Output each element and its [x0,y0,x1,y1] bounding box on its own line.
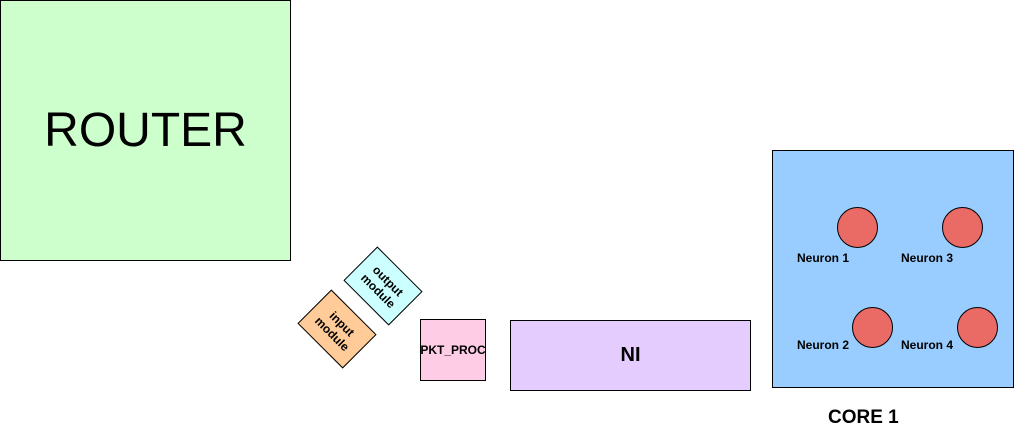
neuron-1-label: Neuron 1 [797,251,850,265]
ni-block: NI [510,320,751,391]
core-label: CORE 1 [828,407,899,428]
pkt-proc-block: PKT_PROC [420,319,486,381]
ni-label: NI [620,344,641,366]
neuron-3-circle [942,207,983,248]
neuron-4-label: Neuron 4 [901,338,954,352]
neuron-2-circle [852,307,893,348]
neuron-1-circle [837,207,878,248]
neuron-2-label: Neuron 2 [797,338,850,352]
core-block [772,150,1014,388]
router-label: ROUTER [44,104,247,157]
input-module-label: input module [312,308,358,354]
pkt-proc-label: PKT_PROC [420,343,486,357]
neuron-4-circle [957,307,998,348]
output-module-label: output module [358,262,407,311]
router-block: ROUTER [0,0,291,261]
neuron-3-label: Neuron 3 [901,251,954,265]
